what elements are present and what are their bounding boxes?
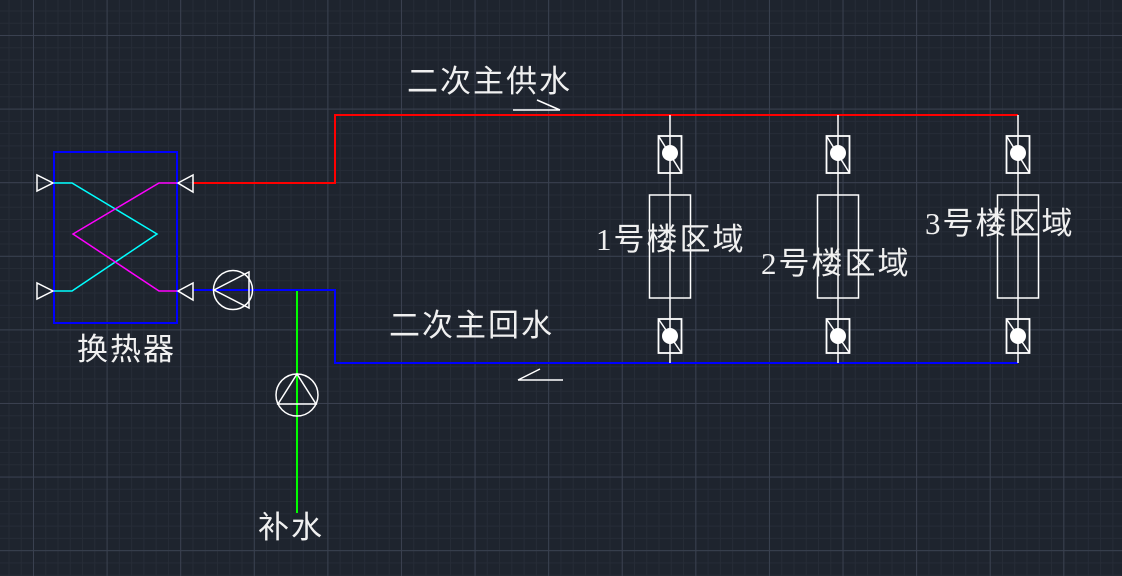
branch-2-building-box[interactable]	[816, 194, 860, 299]
branch-2-valve-top-ball	[830, 145, 846, 161]
branch-3-valve-top-ball	[1010, 145, 1026, 161]
building-1-label[interactable]: 1号楼区域	[596, 222, 746, 257]
port-arrows	[36, 173, 194, 302]
makeup-water-label[interactable]: 补水	[258, 510, 324, 545]
supply-pipe-run[interactable]	[193, 114, 1018, 184]
supply-flow-arrow-icon	[513, 99, 561, 111]
supply-pipe[interactable]	[193, 114, 1018, 184]
port-arrow-icon	[176, 173, 194, 194]
branch-2-valve-bottom-ball	[830, 328, 846, 344]
makeup-pump[interactable]	[275, 372, 319, 417]
port-arrow-icon	[36, 281, 55, 301]
branch-1-valve-bottom[interactable]	[657, 318, 683, 354]
branch-3-valve-bottom[interactable]	[1005, 318, 1031, 354]
secondary-circuit-line[interactable]	[71, 182, 177, 292]
branch-1-building-box[interactable]	[648, 194, 692, 299]
branch-1-valve-top-ball	[662, 145, 678, 161]
branch-3-building-box[interactable]	[996, 194, 1040, 299]
heat-exchanger-shell[interactable]	[53, 151, 178, 324]
return-main-label[interactable]: 二次主回水	[389, 308, 554, 343]
port-arrow-icon	[176, 281, 194, 302]
pump-impeller-icon	[212, 270, 250, 310]
building-2-label[interactable]: 2号楼区域	[761, 246, 911, 281]
circulation-pump[interactable]	[212, 269, 254, 311]
branch-2[interactable]	[816, 115, 860, 363]
supply-main-label[interactable]: 二次主供水	[407, 64, 572, 99]
primary-circuit-line[interactable]	[54, 182, 159, 292]
branch-2-valve-top[interactable]	[825, 135, 851, 174]
return-flow-arrow-icon	[517, 368, 563, 381]
return-pipe-run[interactable]	[193, 289, 1018, 364]
heat-exchanger[interactable]	[36, 151, 194, 324]
pump-impeller-icon	[276, 372, 318, 405]
heat-exchanger-label[interactable]: 换热器	[77, 332, 176, 367]
port-arrow-icon	[36, 173, 55, 193]
branch-1-valve-top[interactable]	[657, 135, 683, 174]
branch-3[interactable]	[996, 115, 1040, 363]
branch-1[interactable]	[648, 115, 692, 363]
flow-arrows	[513, 99, 563, 381]
branch-2-valve-bottom[interactable]	[825, 318, 851, 354]
building-3-label[interactable]: 3号楼区域	[925, 206, 1075, 241]
branch-1-valve-bottom-ball	[662, 328, 678, 344]
branch-3-valve-top[interactable]	[1005, 135, 1031, 174]
branch-3-valve-bottom-ball	[1010, 328, 1026, 344]
return-pipe[interactable]	[193, 289, 1018, 364]
